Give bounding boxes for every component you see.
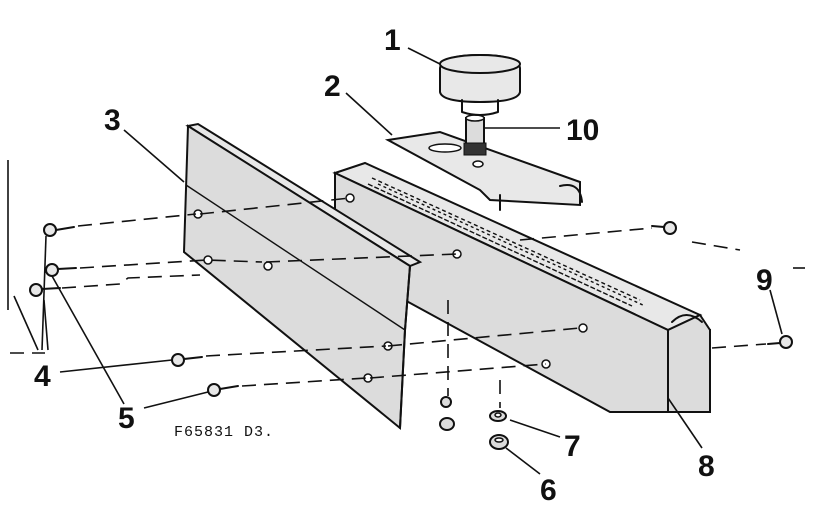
callout-2: 2 [324, 70, 341, 103]
callout-10: 10 [566, 114, 599, 147]
bracket-part-2 [384, 130, 583, 211]
figure-code: F65831 D3. [174, 424, 274, 441]
callout-4: 4 [34, 360, 51, 393]
screw-9a [651, 221, 677, 235]
assembly-lines [7, 160, 805, 408]
screw-5a [45, 263, 77, 277]
housing-hole [345, 193, 355, 203]
screw-9b [767, 335, 793, 349]
leader-lines [13, 47, 783, 475]
housing-slots [367, 177, 646, 307]
screw-5b [207, 383, 239, 397]
callout-3: 3 [104, 104, 121, 137]
callout-6: 6 [540, 474, 557, 507]
knob-part-1 [439, 53, 521, 116]
screw-4c [171, 353, 203, 367]
callouts: 1 2 3 4 5 6 7 8 9 10 [34, 24, 773, 507]
screw-4b [29, 283, 61, 297]
callout-1: 1 [384, 24, 401, 57]
screws [29, 221, 793, 397]
callout-8: 8 [698, 450, 715, 483]
fitting-part-10 [463, 114, 487, 156]
housing-part-8 [332, 161, 711, 413]
screw-4a [43, 223, 75, 237]
washer-part-7 [489, 410, 507, 422]
nut-part-6 [489, 434, 509, 450]
callout-7: 7 [564, 430, 581, 463]
shield-part-3 [182, 122, 423, 431]
small-nut [439, 396, 455, 431]
callout-9: 9 [756, 264, 773, 297]
housing-hole [578, 323, 588, 333]
callout-5: 5 [118, 402, 135, 435]
